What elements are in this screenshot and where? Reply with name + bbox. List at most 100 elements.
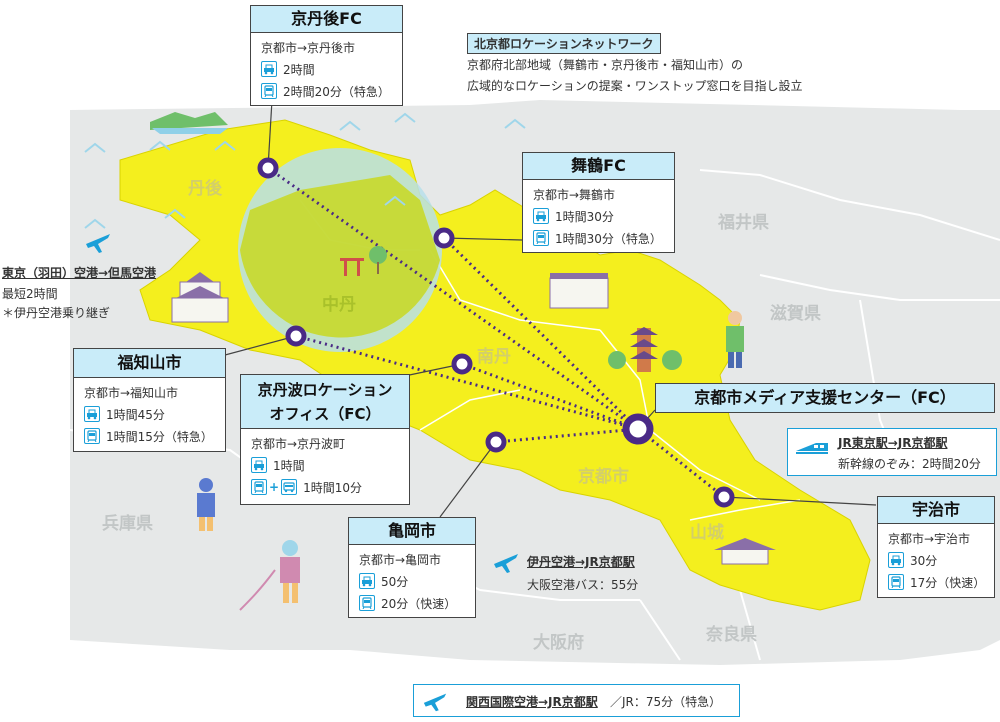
region-label-nara: 奈良県 — [706, 625, 757, 645]
network-desc-line2: 広域的なロケーションの提案・ワンストップ窓口を目指し設立 — [467, 79, 803, 93]
kyotango-route: 京都市→京丹後市 — [261, 41, 356, 55]
pagoda-illustration — [608, 327, 682, 372]
region-label-chutan: 中丹 — [322, 295, 356, 315]
uji-car-time: 30分 — [910, 553, 938, 568]
airplane-icon — [422, 688, 448, 718]
uji-car-row: 30分 — [878, 549, 994, 571]
uji-route: 京都市→宇治市 — [888, 532, 971, 546]
uji-box: 宇治市 京都市→宇治市 30分 17分（快速） — [877, 496, 995, 598]
region-label-fukui: 福井県 — [718, 213, 769, 233]
fukuchiyama-train-row: 1時間15分（特急） — [74, 425, 225, 447]
maizuru-route: 京都市→舞鶴市 — [533, 188, 616, 202]
kyotamba-title-line1: 京丹波ロケーション — [257, 381, 393, 399]
maizuru-train-row: 1時間30分（特急） — [523, 227, 674, 249]
region-label-kyotoshi: 京都市 — [578, 467, 629, 487]
uji-train-time: 17分（快速） — [910, 575, 986, 590]
region-label-hyogo: 兵庫県 — [102, 514, 153, 534]
kyotamba-car-row: 1時間 — [241, 454, 409, 476]
maizuru-train-time: 1時間30分（特急） — [555, 231, 662, 246]
kameoka-car-row: 50分 — [349, 570, 475, 592]
maizuru-fc-title: 舞鶴FC — [523, 153, 674, 180]
train-icon — [251, 479, 267, 495]
region-label-nantan: 南丹 — [477, 347, 511, 367]
itami-route-title: 伊丹空港→JR京都駅 — [527, 555, 635, 569]
kyotango-fc-title: 京丹後FC — [251, 6, 402, 33]
region-label-yamashiro: 山城 — [690, 523, 724, 543]
point-kameoka — [485, 431, 507, 453]
fukuchiyama-train-time: 1時間15分（特急） — [106, 429, 213, 444]
region-label-shiga: 滋賀県 — [770, 304, 821, 324]
kyotamba-car-time: 1時間 — [273, 458, 305, 473]
shinkansen-info-box: JR東京駅→JR京都駅 新幹線のぞみ：2時間20分 — [787, 428, 997, 476]
maizuru-car-row: 1時間30分 — [523, 205, 674, 227]
point-kyotamba — [451, 353, 473, 375]
region-label-osaka: 大阪府 — [533, 633, 584, 653]
point-kyotango — [257, 157, 279, 179]
kyotamba-plus: + — [269, 480, 280, 494]
shinkansen-title: JR東京駅→JR京都駅 — [838, 436, 948, 450]
uji-train-row: 17分（快速） — [878, 571, 994, 593]
train-icon — [359, 595, 375, 611]
point-fukuchiyama — [285, 325, 307, 347]
haneda-route-title: 東京（羽田）空港→但馬空港 — [2, 266, 157, 280]
kyoto-media-center-title: 京都市メディア支援センター（FC） — [694, 388, 956, 407]
kameoka-car-time: 50分 — [381, 574, 409, 589]
fukuchiyama-car-row: 1時間45分 — [74, 403, 225, 425]
itami-desc: 大阪空港バス：55分 — [527, 578, 639, 592]
island-illustration — [150, 112, 228, 134]
fukuchiyama-route: 京都市→福知山市 — [84, 386, 179, 400]
point-uji — [713, 486, 735, 508]
kyotamba-route: 京都市→京丹波町 — [251, 437, 346, 451]
kameoka-train-row: 20分（快速） — [349, 592, 475, 614]
network-title: 北京都ロケーションネットワーク — [467, 33, 661, 54]
car-icon — [533, 208, 549, 224]
kyotamba-title: 京丹波ロケーション オフィス（FC） — [241, 375, 409, 429]
kyotango-car-time: 2時間 — [283, 62, 315, 77]
car-icon — [261, 61, 277, 77]
kyotango-train-row: 2時間20分（特急） — [251, 80, 402, 102]
kansai-info-box: 関西国際空港→JR京都駅 ／JR：75分（特急） — [413, 684, 740, 717]
kameoka-title: 亀岡市 — [349, 518, 475, 545]
kyoto-media-center-box: 京都市メディア支援センター（FC） — [655, 383, 995, 413]
fukuchiyama-title: 福知山市 — [74, 349, 225, 378]
maizuru-fc-box: 舞鶴FC 京都市→舞鶴市 1時間30分 1時間30分（特急） — [522, 152, 675, 253]
kansai-route-title: 関西国際空港→JR京都駅 — [466, 695, 598, 709]
car-icon — [888, 552, 904, 568]
castle-illustration — [171, 272, 229, 323]
train-icon — [888, 574, 904, 590]
person-illustration-2 — [197, 478, 215, 531]
kyotango-car-row: 2時間 — [251, 58, 402, 80]
shinkansen-icon — [794, 437, 830, 461]
kyotamba-box: 京丹波ロケーション オフィス（FC） 京都市→京丹波町 1時間 + 1時間10分 — [240, 374, 410, 505]
torii-illustration — [340, 246, 387, 276]
kameoka-route: 京都市→亀岡市 — [359, 553, 442, 567]
train-icon — [261, 83, 277, 99]
building-illustration — [549, 273, 609, 309]
kyotamba-train-row: + 1時間10分 — [241, 476, 409, 498]
maizuru-car-time: 1時間30分 — [555, 209, 614, 224]
person-illustration-1 — [726, 311, 744, 368]
kyotamba-title-line2: オフィス（FC） — [269, 405, 381, 423]
train-icon — [533, 230, 549, 246]
train-icon — [84, 428, 100, 444]
person-illustration-3 — [239, 540, 300, 611]
fukuchiyama-car-time: 1時間45分 — [106, 407, 165, 422]
car-icon — [84, 406, 100, 422]
car-icon — [251, 457, 267, 473]
airplane-icon — [492, 548, 520, 580]
airplane-icon — [84, 228, 112, 260]
point-kyoto-center — [622, 413, 654, 445]
network-desc-line1: 京都府北部地域（舞鶴市・京丹後市・福知山市）の — [467, 58, 744, 72]
shinkansen-desc: 新幹線のぞみ：2時間20分 — [838, 457, 981, 471]
region-label-tango: 丹後 — [188, 179, 222, 199]
haneda-time: 最短2時間 — [2, 287, 58, 301]
car-icon — [359, 573, 375, 589]
point-maizuru — [433, 227, 455, 249]
kyotamba-train-time: 1時間10分 — [303, 480, 362, 495]
kansai-desc: ／JR：75分（特急） — [610, 695, 722, 709]
temple-illustration — [714, 538, 776, 565]
bus-icon — [281, 479, 298, 495]
kameoka-box: 亀岡市 京都市→亀岡市 50分 20分（快速） — [348, 517, 476, 618]
kyotango-fc-box: 京丹後FC 京都市→京丹後市 2時間 2時間20分（特急） — [250, 5, 403, 106]
